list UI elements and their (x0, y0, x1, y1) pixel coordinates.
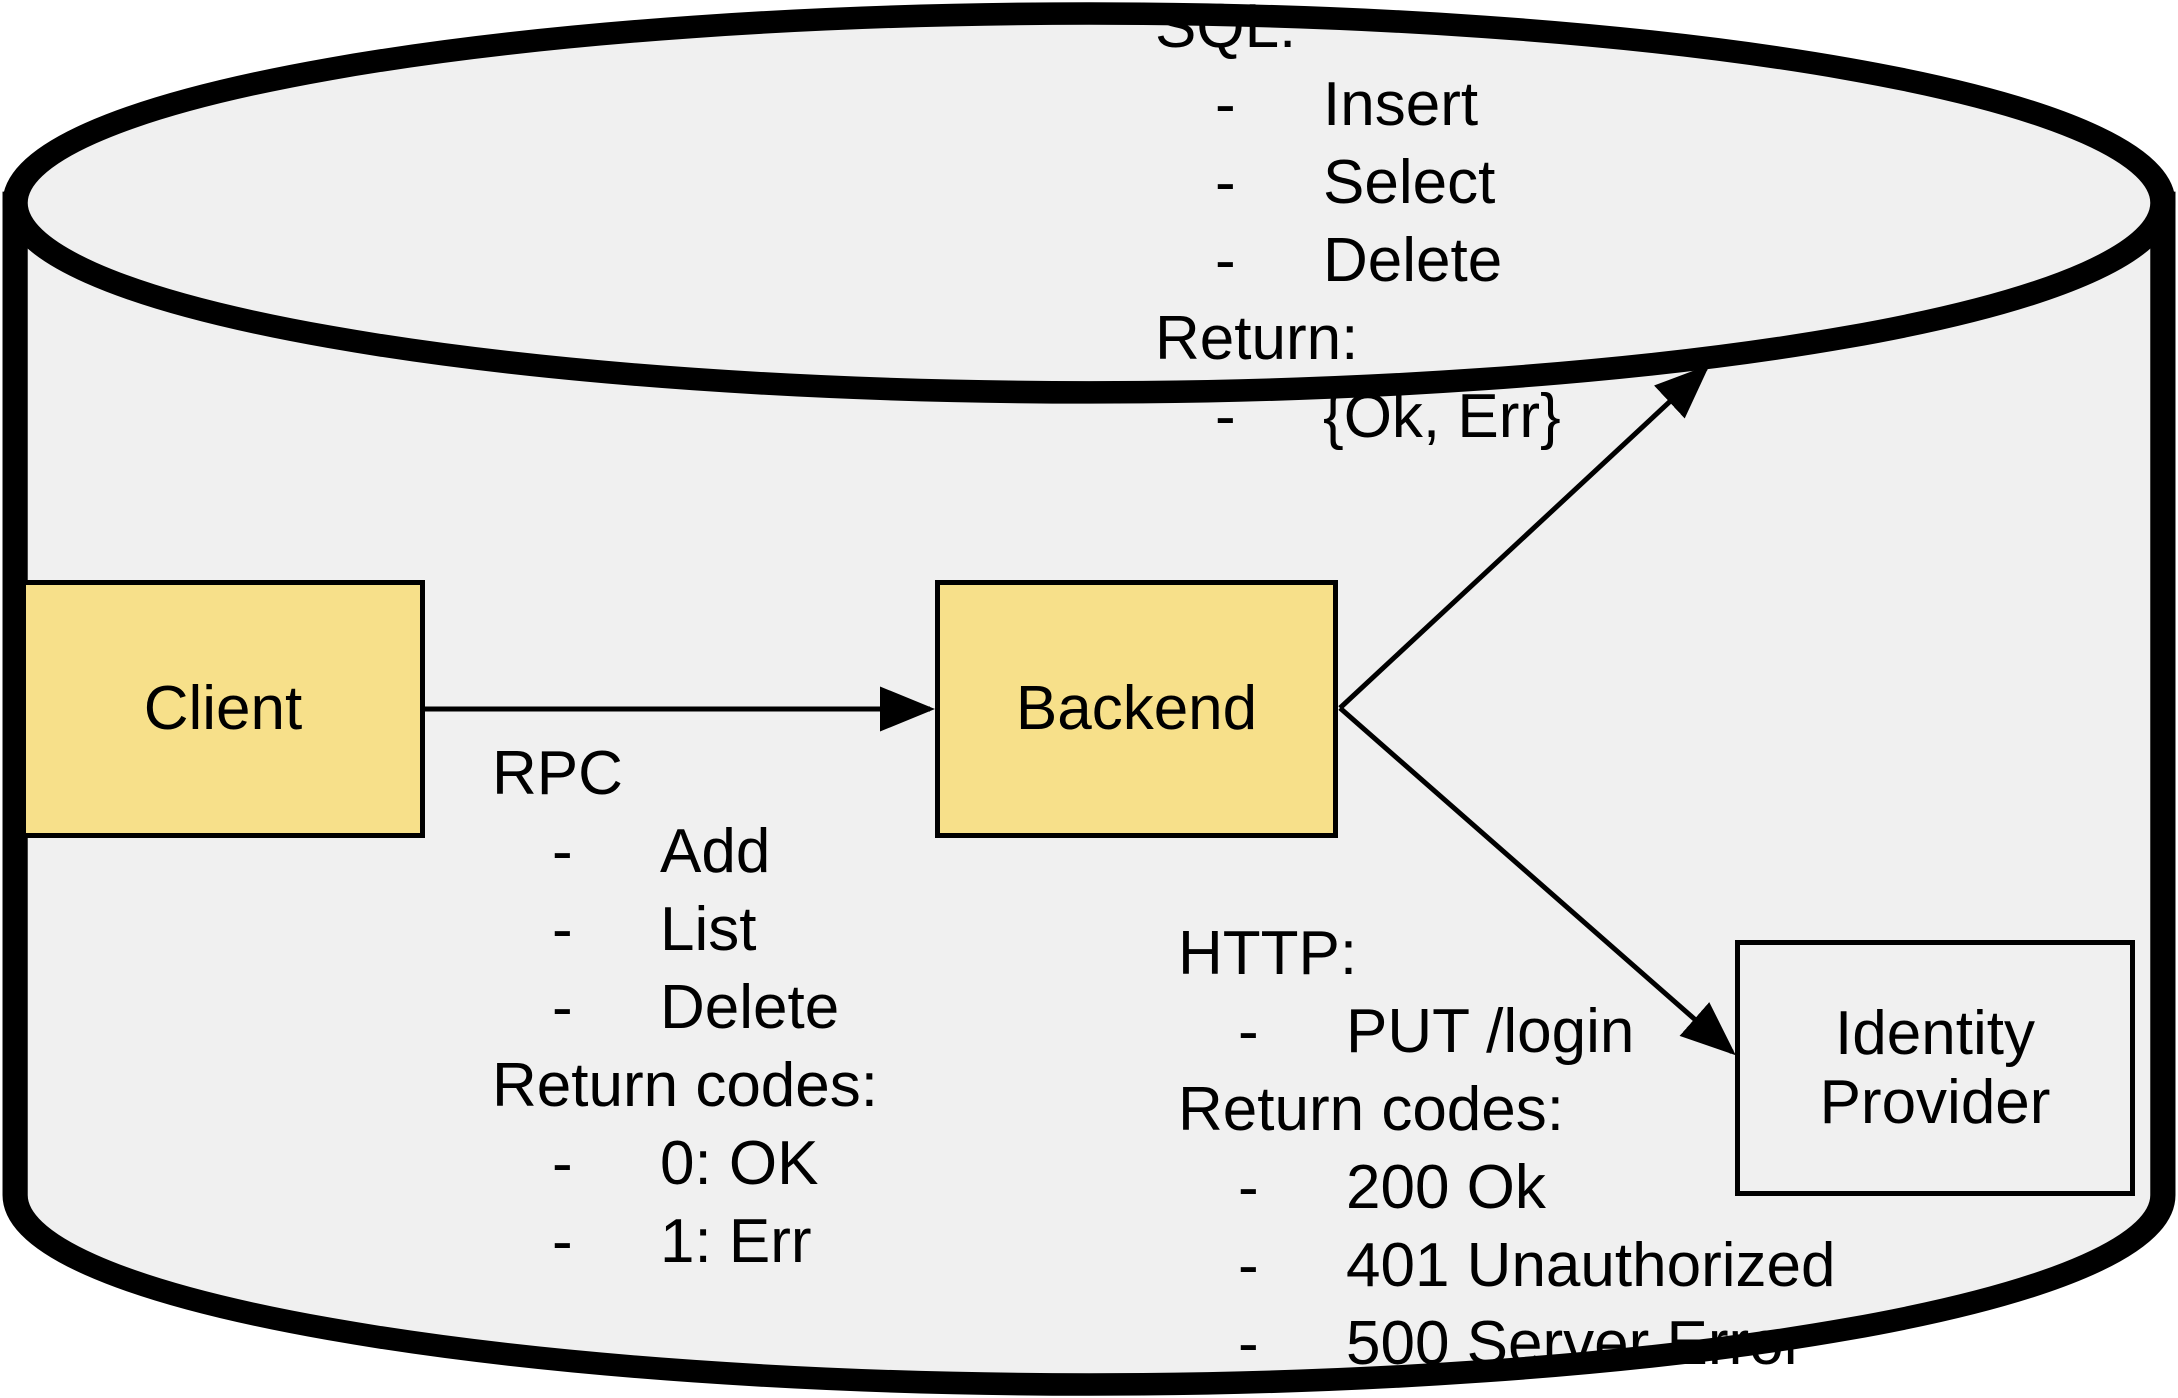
annotation-sql-method-1-text: Select (1323, 148, 1496, 217)
annotation-rpc: RPC - Add - List - Delete Return codes: … (492, 735, 878, 1281)
annotation-sql-returns-heading: Return: (1155, 304, 1359, 373)
annotation-http-return-1: - 401 Unauthorized (1178, 1227, 1835, 1305)
annotation-sql-return-0-text: {Ok, Err} (1323, 382, 1561, 451)
annotation-rpc-method-1-text: List (660, 895, 757, 964)
annotation-rpc-method-0-text: Add (660, 817, 771, 886)
bullet-dash-icon: - (552, 973, 573, 1042)
bullet-dash-icon: - (1215, 382, 1236, 451)
annotation-sql-heading: SQL: (1155, 0, 1297, 61)
annotation-http-return-0-text: 200 Ok (1346, 1153, 1546, 1222)
node-client-label: Client (143, 674, 303, 744)
annotation-sql-method-2: - Delete (1155, 222, 1502, 300)
node-identity-provider[interactable]: Identity Provider (1735, 940, 2135, 1196)
annotation-http: HTTP: - PUT /login Return codes: - 200 O… (1178, 915, 1835, 1383)
annotation-http-returns-heading: Return codes: (1178, 1075, 1564, 1144)
bullet-dash-icon: - (552, 895, 573, 964)
annotation-sql-method-0-text: Insert (1323, 70, 1479, 139)
bullet-dash-icon: - (1215, 70, 1236, 139)
bullet-dash-icon: - (1238, 1309, 1259, 1378)
annotation-http-return-1-text: 401 Unauthorized (1346, 1231, 1836, 1300)
annotation-rpc-return-1: - 1: Err (492, 1203, 878, 1281)
annotation-rpc-returns-heading: Return codes: (492, 1051, 878, 1120)
bullet-dash-icon: - (552, 1207, 573, 1276)
annotation-rpc-return-0-text: 0: OK (660, 1129, 819, 1198)
annotation-rpc-method-2-text: Delete (660, 973, 840, 1042)
annotation-rpc-method-0: - Add (492, 813, 878, 891)
annotation-sql-method-2-text: Delete (1323, 226, 1503, 295)
annotation-sql: SQL: - Insert - Select - Delete Return: … (1155, 0, 1561, 456)
node-backend[interactable]: Backend (935, 580, 1338, 838)
annotation-sql-return-0: - {Ok, Err} (1155, 378, 1561, 456)
node-identity-provider-label-line1: Identity (1835, 998, 2035, 1068)
bullet-dash-icon: - (1238, 1153, 1259, 1222)
annotation-http-return-0: - 200 Ok (1178, 1149, 1564, 1227)
annotation-http-return-2: - 500 Server Error (1178, 1305, 1804, 1383)
bullet-dash-icon: - (552, 817, 573, 886)
annotation-http-method-0: - PUT /login (1178, 993, 1634, 1071)
annotation-sql-method-0: - Insert (1155, 66, 1478, 144)
annotation-rpc-heading: RPC (492, 739, 623, 808)
annotation-http-heading: HTTP: (1178, 919, 1358, 988)
annotation-rpc-method-1: - List (492, 891, 878, 969)
annotation-sql-method-1: - Select (1155, 144, 1495, 222)
bullet-dash-icon: - (1215, 226, 1236, 295)
annotation-http-return-2-text: 500 Server Error (1346, 1309, 1805, 1378)
bullet-dash-icon: - (1215, 148, 1236, 217)
annotation-rpc-return-1-text: 1: Err (660, 1207, 812, 1276)
node-backend-label: Backend (1015, 674, 1258, 744)
bullet-dash-icon: - (1238, 1231, 1259, 1300)
annotation-rpc-return-0: - 0: OK (492, 1125, 878, 1203)
node-client[interactable]: Client (21, 580, 425, 838)
annotation-http-method-0-text: PUT /login (1346, 997, 1635, 1066)
annotation-rpc-method-2: - Delete (492, 969, 878, 1047)
bullet-dash-icon: - (552, 1129, 573, 1198)
node-identity-provider-label-line2: Provider (1819, 1068, 2051, 1137)
bullet-dash-icon: - (1238, 997, 1259, 1066)
node-identity-provider-label-wrap: Identity Provider (1820, 999, 2051, 1138)
